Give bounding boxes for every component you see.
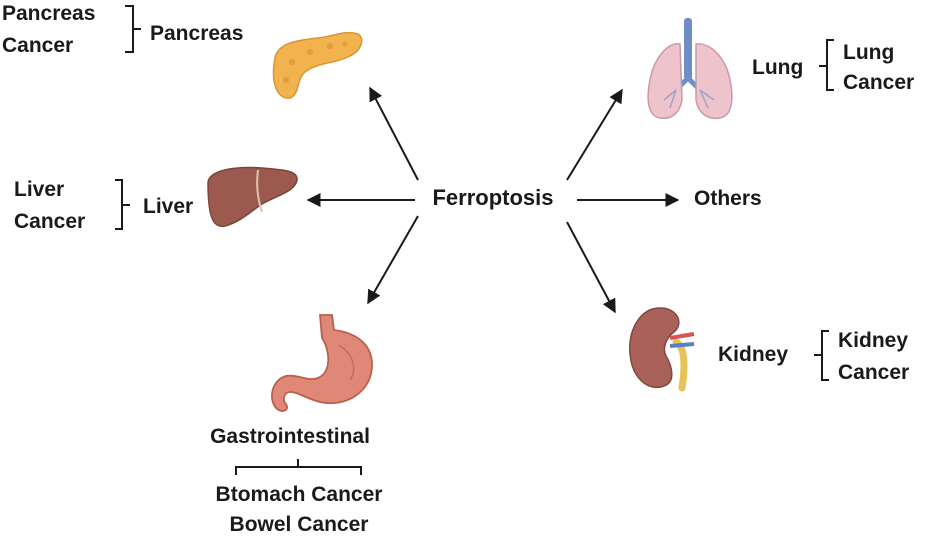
pancreas-bracket: [125, 5, 141, 53]
liver-bracket: [115, 179, 130, 230]
pancreas-cancer-line-2: Cancer: [2, 34, 73, 57]
lung-label: Lung: [752, 56, 803, 79]
pancreas-group: Pancreas Cancer Pancreas: [2, 2, 363, 99]
kidney-icon: [629, 307, 695, 392]
pancreas-cancer-line-1: Pancreas: [2, 2, 95, 25]
others-label: Others: [694, 187, 762, 210]
lung-bracket: [819, 39, 834, 91]
kidney-bracket: [814, 330, 829, 381]
gastro-label: Gastrointestinal: [210, 425, 370, 448]
gastro-cancer-line-1: Btomach Cancer: [216, 483, 383, 506]
arrow-to-kidney: [566, 221, 616, 314]
kidney-group: Kidney Kidney Cancer: [629, 307, 909, 392]
gastro-group: Gastrointestinal Btomach Cancer Bowel Ca…: [210, 314, 383, 536]
kidney-label: Kidney: [718, 343, 788, 366]
pancreas-label: Pancreas: [150, 22, 243, 45]
arrow-to-lung: [566, 88, 623, 181]
liver-cancer-line-2: Cancer: [14, 210, 85, 233]
gastro-cancer-line-2: Bowel Cancer: [230, 513, 369, 536]
lung-cancer-line-1: Lung: [843, 41, 894, 64]
stomach-icon: [271, 314, 373, 412]
gastro-bracket: [235, 459, 362, 475]
kidney-cancer-line-2: Cancer: [838, 361, 909, 384]
arrows: [306, 86, 680, 314]
pancreas-icon: [272, 31, 363, 99]
kidney-cancer-line-1: Kidney: [838, 329, 908, 352]
liver-label: Liver: [143, 195, 193, 218]
lung-group: Lung Lung Cancer: [647, 18, 914, 120]
center-label: Ferroptosis: [432, 185, 553, 210]
liver-icon: [207, 166, 298, 227]
liver-cancer-line-1: Liver: [14, 178, 64, 201]
lung-cancer-line-2: Cancer: [843, 71, 914, 94]
liver-group: Liver Cancer Liver: [14, 166, 298, 233]
lung-icon: [647, 18, 733, 120]
arrow-to-pancreas: [369, 86, 419, 181]
arrow-to-gastro: [367, 215, 419, 305]
